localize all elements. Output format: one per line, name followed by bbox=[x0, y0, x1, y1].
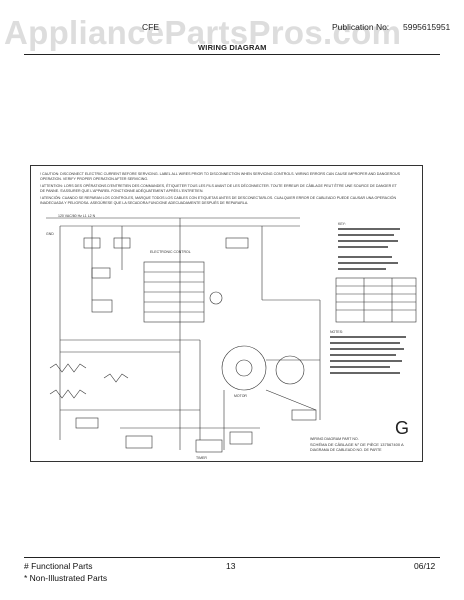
notes-label: NOTES: bbox=[330, 330, 344, 334]
header-publication-number: 5995615951 bbox=[403, 22, 451, 32]
header-model: CFE bbox=[142, 22, 159, 32]
supply-label: 120 VAC/60 Hz L1 L2 N bbox=[58, 214, 96, 218]
part-number-es: DIAGRAMA DE CABLEADO NO. DE PARTE bbox=[310, 448, 382, 452]
footer-date: 06/12 bbox=[414, 561, 436, 571]
ground-label: GND bbox=[46, 232, 54, 236]
key-label: KEY: bbox=[338, 222, 346, 226]
footer-functional-parts: # Functional Parts bbox=[24, 561, 93, 571]
part-number-en: WIRING DIAGRAM PART NO. bbox=[310, 437, 359, 441]
diagram-frame bbox=[30, 165, 423, 462]
motor-label: MOTOR bbox=[234, 394, 247, 398]
warning-french: ! ATTENTION: LORS DES OPÉRATIONS D'ENTRE… bbox=[40, 184, 397, 193]
control-label: ELECTRONIC CONTROL bbox=[150, 250, 191, 254]
diagram-letter: G bbox=[395, 418, 410, 438]
page-title: WIRING DIAGRAM bbox=[198, 43, 267, 52]
warning-english: ! CAUTION: DISCONNECT ELECTRIC CURRENT B… bbox=[40, 172, 400, 181]
bottom-rule bbox=[24, 557, 440, 558]
top-rule bbox=[24, 54, 440, 55]
footer-non-illustrated-parts: * Non-Illustrated Parts bbox=[24, 573, 108, 583]
part-number-fr: SCHÉMA DE CÂBLAGE N° DE PIÈCE 137567400 … bbox=[310, 442, 404, 447]
page-number: 13 bbox=[226, 561, 236, 571]
warning-spanish: ! ATENCIÓN: CUANDO SE REPARAN LOS CONTRO… bbox=[40, 196, 397, 205]
timer-label: TIMER bbox=[196, 456, 207, 460]
watermark: AppliancePartsPros.com bbox=[4, 14, 402, 51]
header-publication-label: Publication No: bbox=[332, 22, 390, 32]
